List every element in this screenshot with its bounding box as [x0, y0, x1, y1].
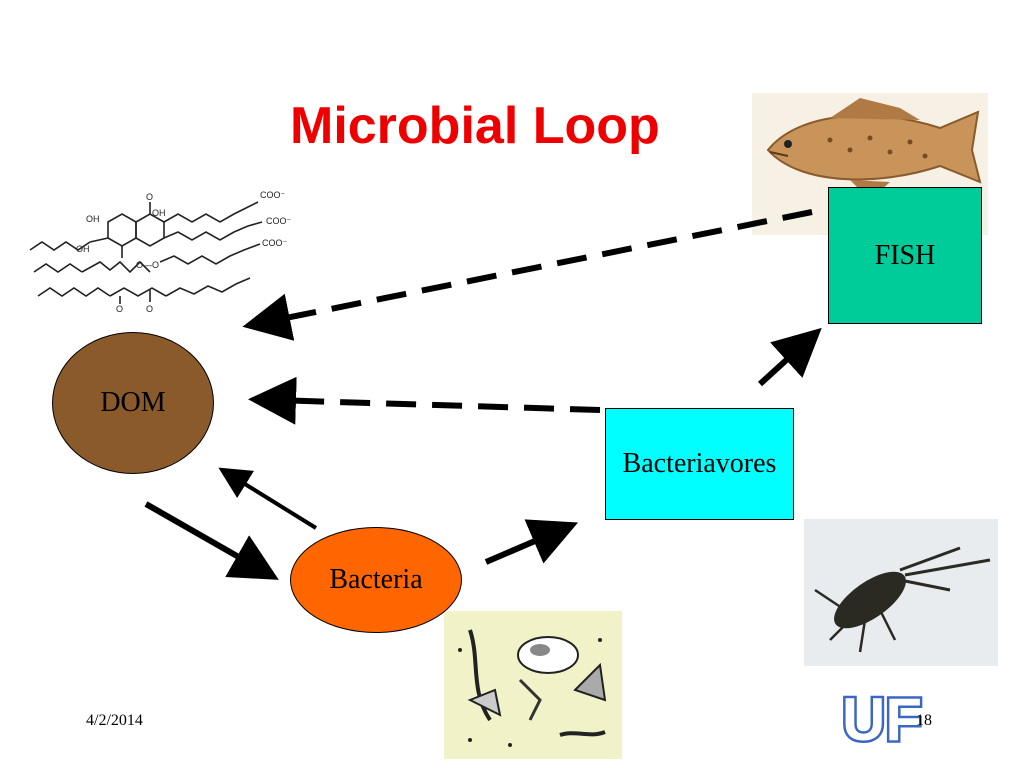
svg-text:O: O: [146, 304, 153, 314]
fish-node: FISH: [828, 187, 982, 324]
arrow-dom-to-bacteria: [144, 501, 279, 580]
svg-text:COO⁻: COO⁻: [266, 216, 292, 226]
svg-text:COO⁻: COO⁻: [262, 238, 288, 248]
arrow-bacteria-to-dom: [218, 467, 318, 530]
uf-logo: UF: [840, 684, 925, 756]
aquatic-insect-larva-photo: [804, 519, 998, 666]
arrow-bacteriavores-to-dom-dashed: [248, 376, 601, 425]
svg-text:UF: UF: [842, 686, 922, 753]
svg-text:OH: OH: [76, 244, 90, 254]
arrow-bacteria-to-bacteriavores: [484, 519, 579, 565]
molecule-labels: COO⁻ COO⁻ COO⁻ OH OH OH O O O O—O: [76, 190, 292, 314]
slide-title: Microbial Loop: [290, 97, 660, 155]
svg-text:OH: OH: [152, 208, 166, 218]
bacteria-microbes-illustration-image: [444, 611, 622, 759]
dom-label: DOM: [100, 387, 166, 418]
dom-molecule-structure-image: [29, 201, 263, 304]
bacteria-node: Bacteria: [290, 527, 462, 633]
fish-label: FISH: [874, 239, 936, 271]
bacteriavores-label: Bacteriavores: [622, 448, 777, 479]
svg-text:O: O: [146, 192, 153, 202]
svg-text:O—O: O—O: [136, 260, 159, 270]
svg-text:COO⁻: COO⁻: [260, 190, 286, 200]
bacteria-label: Bacteria: [329, 564, 423, 595]
arrow-bacteriavores-to-fish: [757, 327, 822, 387]
bacteriavores-node: Bacteriavores: [605, 408, 794, 520]
slide-date: 4/2/2014: [86, 712, 143, 729]
slide-page-number: 18: [916, 712, 932, 729]
svg-text:OH: OH: [86, 214, 100, 224]
svg-text:O: O: [116, 304, 123, 314]
arrow-fish-to-dom-dashed: [242, 209, 813, 341]
dom-node: DOM: [52, 332, 214, 474]
